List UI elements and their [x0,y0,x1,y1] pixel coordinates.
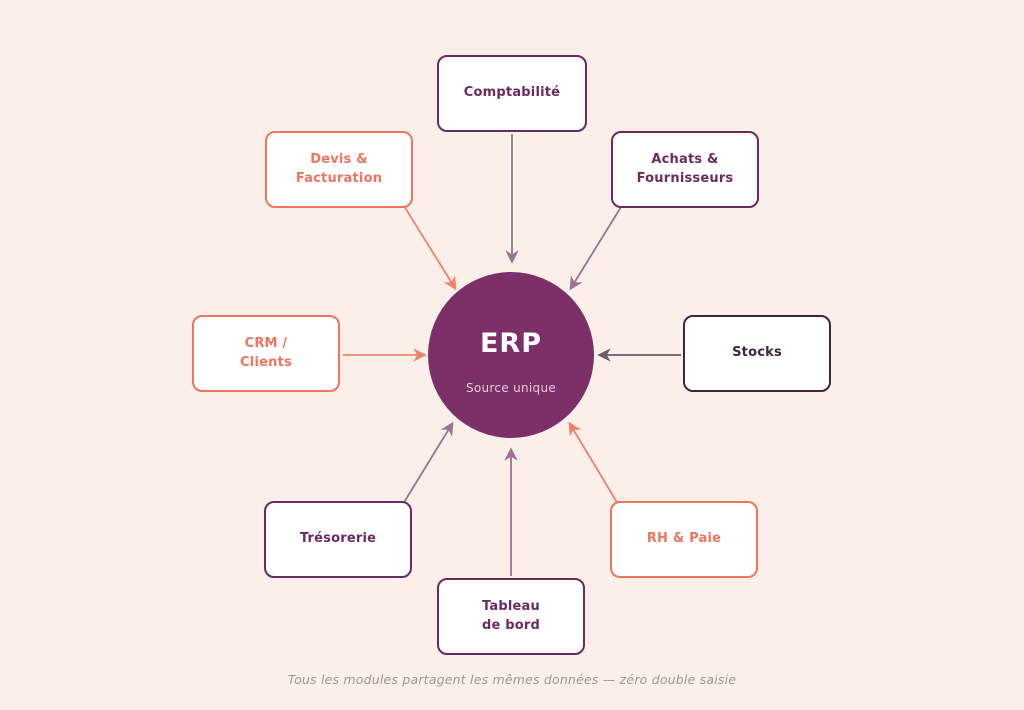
module-box-tresorerie: Trésorerie [264,501,412,578]
erp-hub-circle: ERP Source unique [428,272,594,438]
module-label-tresorerie: Trésorerie [299,531,377,547]
module-label-achats-fournisseurs: Achats & Fournisseurs [636,151,734,186]
arrow-devis [403,205,457,291]
diagram-caption: Tous les modules partagent les mêmes don… [287,672,737,687]
module-label-tableau-de-bord: Tableau de bord [481,598,540,633]
module-box-tableau-de-bord: Tableau de bord [437,578,585,655]
erp-hub-title: ERP [479,327,543,359]
arrow-achats [569,206,622,291]
module-label-stocks: Stocks [732,345,782,361]
module-box-comptabilite: Comptabilité [437,55,587,132]
module-label-devis-facturation: Devis & Facturation [295,151,383,186]
module-box-rh-paie: RH & Paie [610,501,758,578]
module-box-achats-fournisseurs: Achats & Fournisseurs [611,131,759,208]
module-label-rh-paie: RH & Paie [646,531,722,547]
module-label-comptabilite: Comptabilité [463,85,561,101]
erp-hub-subtitle: Source unique [465,380,557,395]
arrow-rh [568,421,619,505]
module-box-devis-facturation: Devis & Facturation [265,131,413,208]
module-label-crm-clients: CRM / Clients [240,335,292,370]
arrow-tresorerie [402,421,454,505]
module-box-stocks: Stocks [683,315,831,392]
module-box-crm-clients: CRM / Clients [192,315,340,392]
